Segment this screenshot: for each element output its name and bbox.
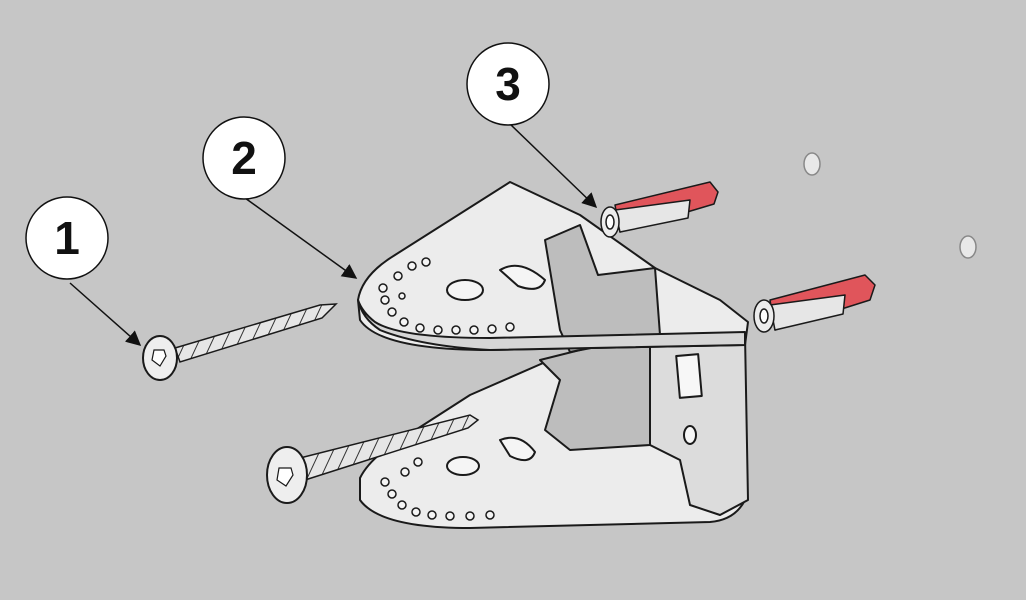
wall-holes bbox=[803, 152, 977, 259]
bracket-lower bbox=[359, 329, 749, 529]
callout-bubble bbox=[466, 42, 550, 126]
callout-bubble bbox=[202, 116, 286, 200]
leader-lines bbox=[69, 123, 598, 346]
leader-line-3 bbox=[509, 123, 598, 209]
wall-hole-lower bbox=[959, 235, 977, 259]
callout-number-3: 3 bbox=[495, 58, 521, 110]
screw-lower bbox=[266, 414, 480, 504]
callout-number-1: 1 bbox=[54, 212, 80, 264]
screw-upper bbox=[142, 303, 338, 381]
callout-3: 3 bbox=[466, 42, 550, 126]
callout-1: 1 bbox=[25, 196, 109, 280]
wall-plug-upper bbox=[600, 181, 719, 238]
bracket-upper bbox=[357, 181, 749, 353]
callout-number-2: 2 bbox=[231, 132, 257, 184]
callout-2: 2 bbox=[202, 116, 286, 200]
leader-line-2 bbox=[244, 197, 358, 279]
callout-bubble bbox=[25, 196, 109, 280]
wall-plug-lower bbox=[753, 274, 876, 333]
wall-hole-upper bbox=[803, 152, 821, 176]
leader-line-1 bbox=[69, 282, 142, 346]
